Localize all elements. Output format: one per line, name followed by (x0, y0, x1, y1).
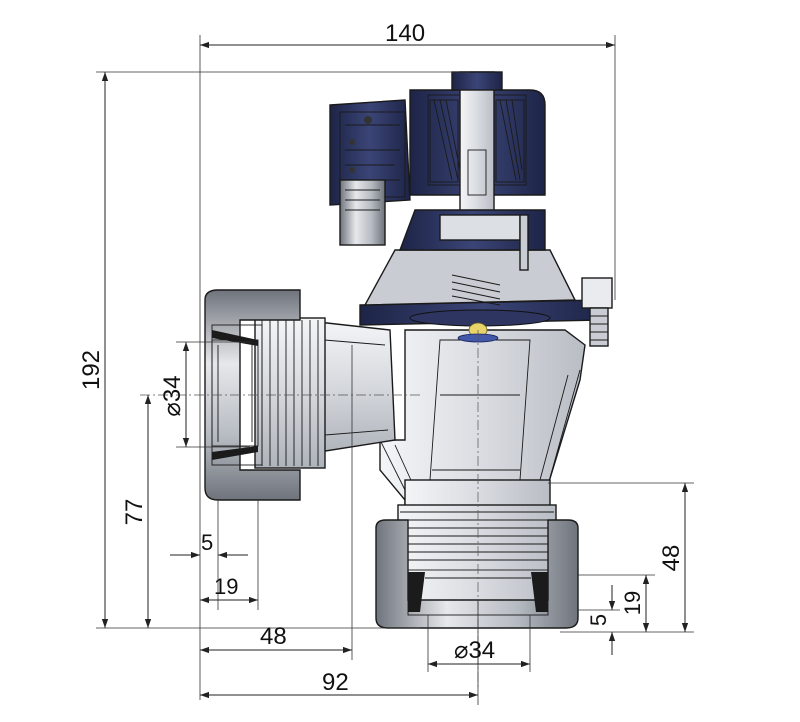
dimension-lines (96, 35, 694, 705)
outlet-port (375, 479, 579, 629)
dim-outlet-diameter: 34 (468, 637, 495, 664)
dim-outlet-thread-5: 5 (586, 614, 611, 626)
dim-inlet-diameter: 34 (159, 375, 186, 402)
dim-inlet-thread-5: 5 (201, 530, 213, 555)
dim-outlet-thread-19: 19 (620, 591, 645, 615)
inlet-port (204, 289, 396, 501)
center-lines (140, 330, 479, 690)
svg-text:⌀34: ⌀34 (159, 375, 186, 416)
dim-outlet-diameter-group: ⌀34 (454, 637, 495, 664)
dim-outlet-center-92: 92 (322, 669, 349, 696)
spring (451, 274, 501, 306)
dim-outlet-height-48: 48 (658, 545, 685, 572)
solenoid-head (329, 71, 546, 271)
dim-inlet-thread-19: 19 (214, 574, 238, 599)
coil-windings (429, 99, 525, 183)
diameter-symbol-outlet: ⌀ (454, 637, 468, 664)
dim-inlet-offset-48: 48 (260, 623, 287, 650)
diameter-symbol: ⌀ (159, 402, 186, 416)
diaphragm-cover (359, 249, 613, 347)
dim-inlet-center-height: 77 (121, 499, 148, 526)
dim-overall-width: 140 (385, 20, 425, 47)
outlet-thread (400, 511, 554, 561)
dim-overall-height: 192 (78, 350, 105, 390)
dim-inlet-diameter-group: ⌀34 (159, 375, 186, 416)
